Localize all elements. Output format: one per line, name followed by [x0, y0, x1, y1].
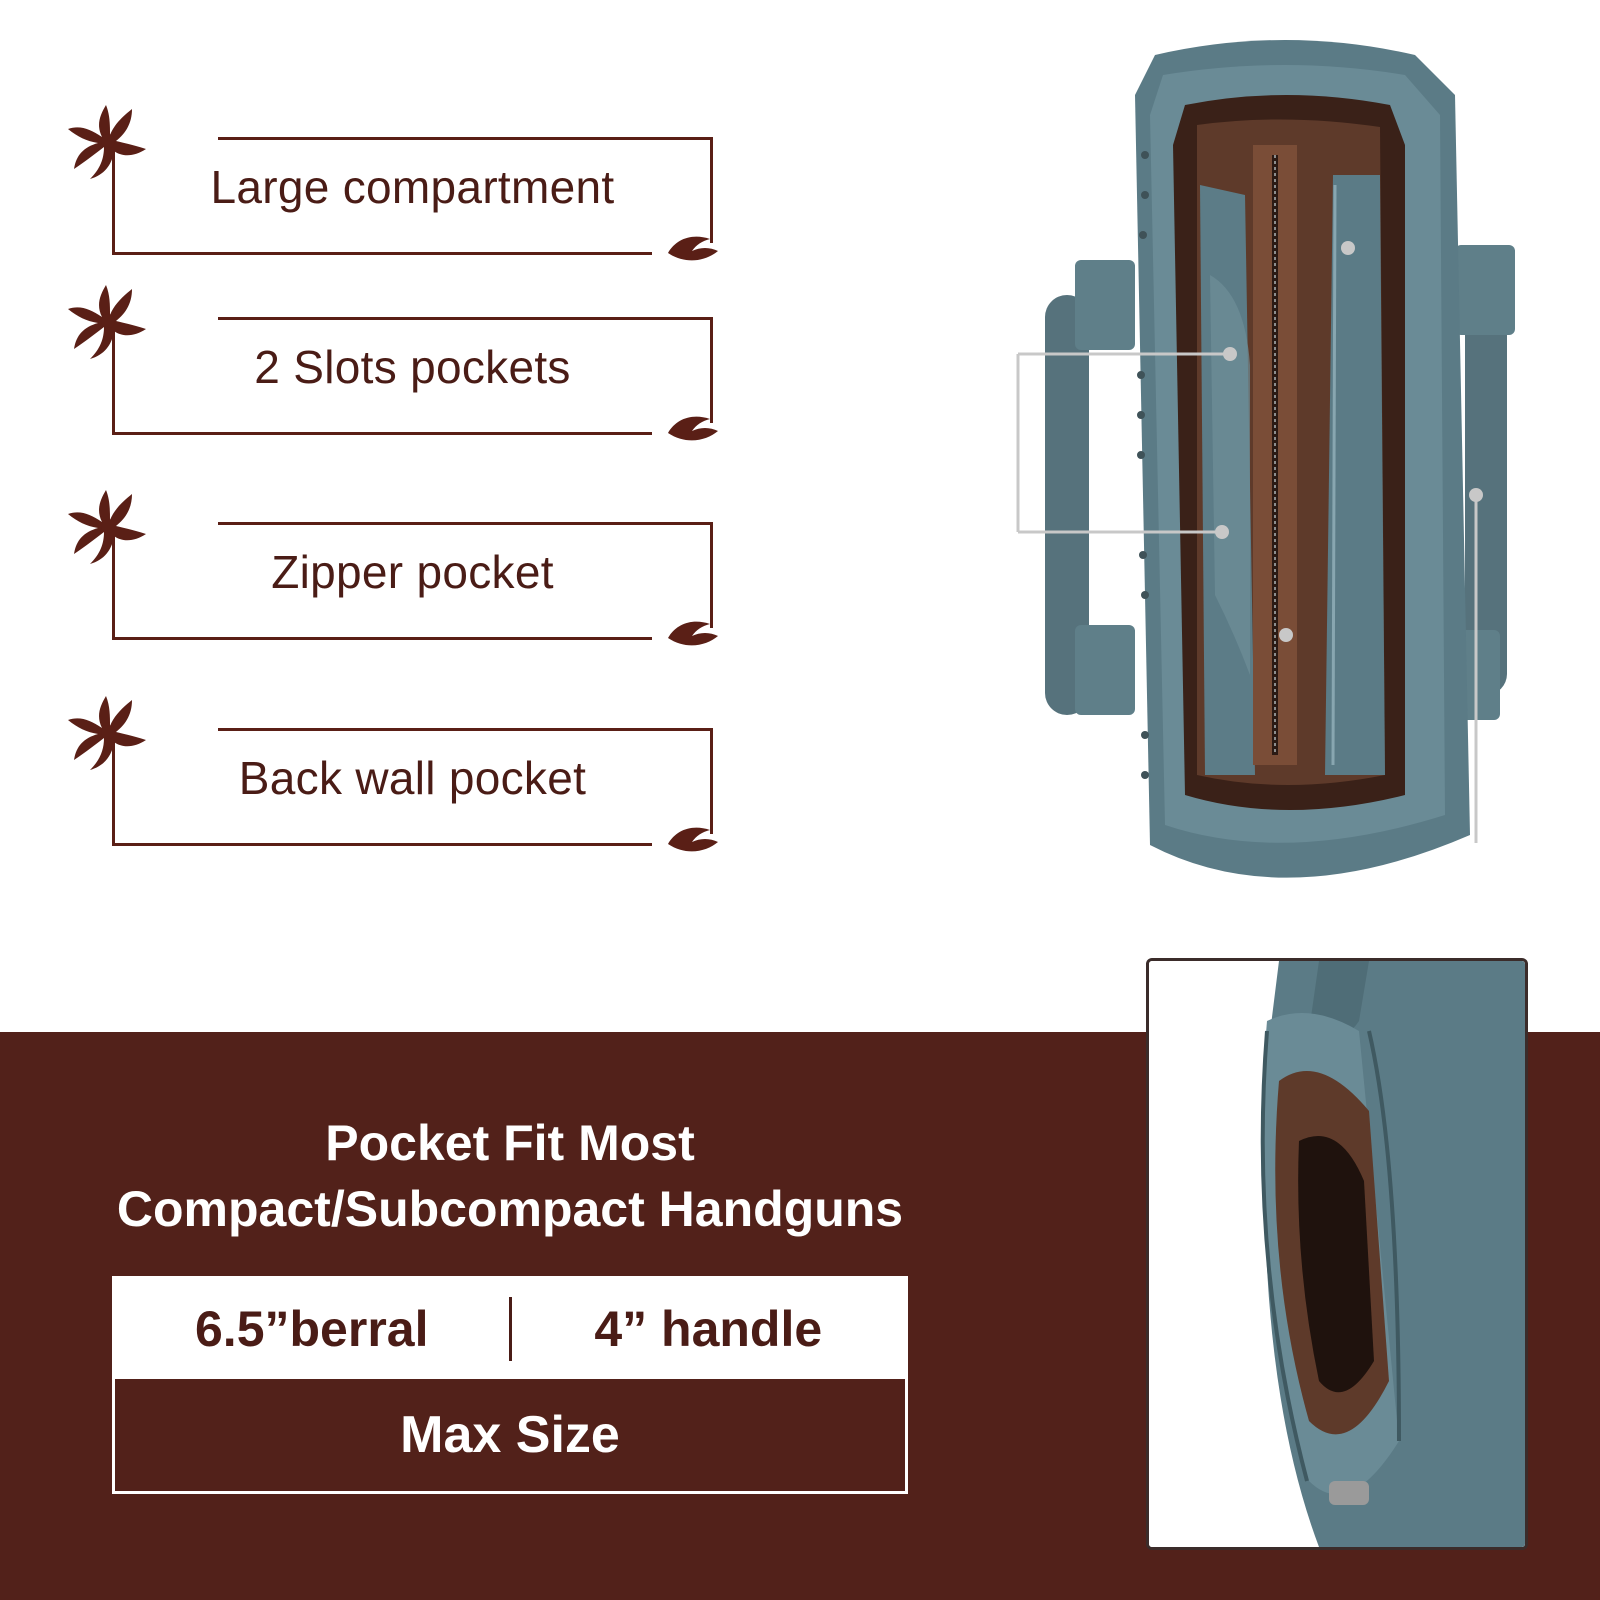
pocket-closeup-illustration [1149, 961, 1525, 1547]
flower-ornament-icon [68, 285, 146, 359]
feature-large-compartment: Large compartment [60, 95, 740, 265]
spec-divider [508, 1297, 512, 1361]
max-size-label: Max Size [400, 1406, 620, 1464]
handgun-heading: Pocket Fit Most Compact/Subcompact Handg… [110, 1110, 910, 1242]
leaf-ornament-icon [668, 236, 718, 261]
bag-top-view-image [1045, 40, 1515, 878]
heading-line-2: Compact/Subcompact Handguns [116, 1181, 904, 1237]
feature-label: Back wall pocket [238, 752, 587, 804]
feature-back-wall-pocket: Back wall pocket [60, 686, 740, 856]
leaf-ornament-icon [668, 621, 718, 646]
feature-zipper-pocket: Zipper pocket [60, 480, 740, 650]
size-spec-row: 6.5”berral 4” handle [115, 1279, 905, 1379]
callout-frame [112, 728, 713, 846]
pocket-closeup-image [1146, 958, 1528, 1550]
heading-line-1: Pocket Fit Most [325, 1115, 695, 1171]
feature-label: 2 Slots pockets [254, 341, 571, 393]
barrel-length: 6.5”berral [195, 1301, 429, 1357]
flower-ornament-icon [68, 490, 146, 564]
callout-frame [112, 137, 713, 255]
leaf-ornament-icon [668, 827, 718, 852]
feature-label: Large compartment [210, 161, 615, 213]
callout-frame [112, 317, 713, 435]
leaf-ornament-icon [668, 416, 718, 441]
callout-frame [112, 522, 713, 640]
handle-length: 4” handle [594, 1301, 823, 1357]
size-spec-box: 6.5”berral 4” handle Max Size [112, 1276, 908, 1494]
flower-ornament-icon [68, 105, 146, 179]
feature-slot-pockets: 2 Slots pockets [60, 275, 740, 445]
flower-ornament-icon [68, 696, 146, 770]
feature-label: Zipper pocket [271, 546, 554, 598]
